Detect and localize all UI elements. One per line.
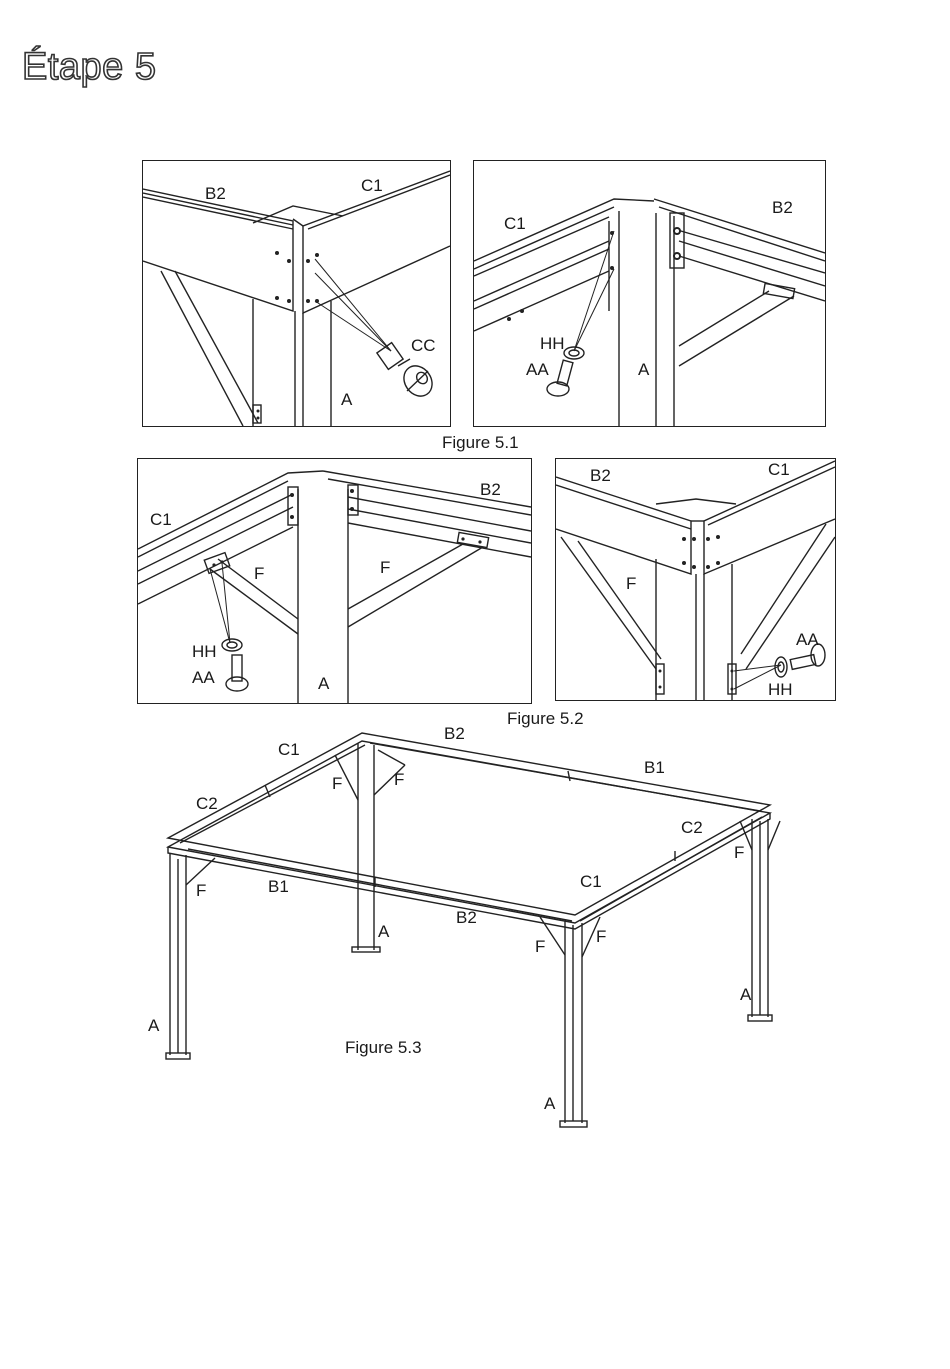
- label-f-right: F: [380, 558, 390, 577]
- label-aa: AA: [796, 630, 819, 649]
- label-f-right: F: [734, 843, 744, 862]
- label-b1-front: B1: [268, 877, 289, 896]
- figure-5-2-right-panel: B2 C1 F AA HH: [555, 458, 836, 701]
- label-b2: B2: [480, 480, 501, 499]
- label-c1: C1: [150, 510, 172, 529]
- label-f-front-right: F: [596, 927, 606, 946]
- label-a: A: [318, 674, 330, 693]
- label-aa: AA: [192, 668, 215, 687]
- label-a-back: A: [378, 922, 390, 941]
- figure-5-1-right-panel: C1 B2 HH AA A: [473, 160, 826, 427]
- label-f: F: [626, 574, 636, 593]
- label-hh: HH: [768, 680, 793, 699]
- label-aa: AA: [526, 360, 549, 379]
- label-c1-back: C1: [278, 740, 300, 759]
- figure-5-3-caption: Figure 5.3: [345, 1038, 422, 1058]
- label-b2-front: B2: [456, 908, 477, 927]
- label-cc: CC: [411, 336, 436, 355]
- figure-5-1-caption: Figure 5.1: [442, 433, 519, 453]
- label-c2-left: C2: [196, 794, 218, 813]
- label-a-right: A: [740, 985, 752, 1004]
- label-b2-back: B2: [444, 725, 465, 743]
- label-c1: C1: [504, 214, 526, 233]
- gazebo-frame-drawing: C1 B2 B1 C2 C2 F F F F B1 B2 C1 F F A A …: [120, 725, 820, 1135]
- brace-bolt-diagram: C1 B2 F F HH AA A: [138, 459, 531, 703]
- label-c1: C1: [768, 460, 790, 479]
- figure-5-2-left-panel: C1 B2 F F HH AA A: [137, 458, 532, 704]
- label-f-back-left: F: [332, 774, 342, 793]
- label-hh: HH: [540, 334, 565, 353]
- corner-bolt-diagram: B2 C1 CC A: [143, 161, 450, 426]
- label-f-back-right: F: [394, 770, 404, 789]
- label-b1-back: B1: [644, 758, 665, 777]
- label-f-left: F: [254, 564, 264, 583]
- label-c1: C1: [361, 176, 383, 195]
- label-b2: B2: [772, 198, 793, 217]
- label-c2-right: C2: [681, 818, 703, 837]
- label-c1-front: C1: [580, 872, 602, 891]
- exterior-brace-diagram: B2 C1 F AA HH: [556, 459, 835, 700]
- label-b2: B2: [205, 184, 226, 203]
- interior-corner-diagram: C1 B2 HH AA A: [474, 161, 825, 426]
- label-f-left: F: [196, 881, 206, 900]
- label-f-front-left: F: [535, 937, 545, 956]
- label-a-left: A: [148, 1016, 160, 1035]
- label-a-front: A: [544, 1094, 556, 1113]
- figure-5-3-gazebo-frame: C1 B2 B1 C2 C2 F F F F B1 B2 C1 F F A A …: [120, 725, 820, 1135]
- label-hh: HH: [192, 642, 217, 661]
- page-title: Étape 5: [22, 46, 157, 89]
- figure-5-1-left-panel: B2 C1 CC A: [142, 160, 451, 427]
- label-a: A: [638, 360, 650, 379]
- label-a: A: [341, 390, 353, 409]
- label-b2: B2: [590, 466, 611, 485]
